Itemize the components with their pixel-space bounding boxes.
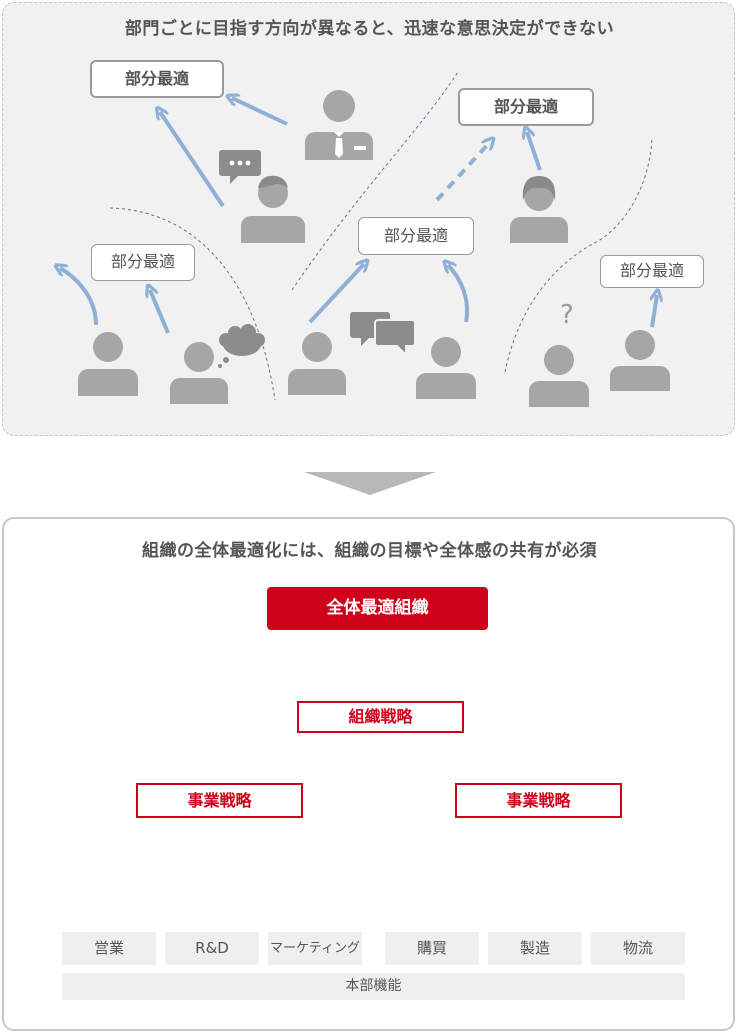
dept-logistics: 物流 [591, 932, 685, 965]
arrow-blue [448, 265, 469, 323]
person-icon [170, 342, 228, 404]
headquarters-function-bar: 本部機能 [62, 973, 685, 1000]
label-partial-optimization: 部分最適 [358, 217, 474, 255]
person-icon [288, 332, 346, 395]
business-strategy-box-right: 事業戦略 [455, 783, 622, 818]
dept-manufacturing: 製造 [488, 932, 582, 965]
separator-middle [291, 71, 459, 291]
business-strategy-box-left: 事業戦略 [136, 783, 303, 818]
label-partial-optimization: 部分最適 [600, 255, 704, 288]
arrow-blue [150, 290, 170, 334]
dashed-separators [109, 71, 653, 401]
arrow-blue [527, 132, 542, 171]
separator-left [109, 207, 276, 401]
person-icon [529, 345, 589, 407]
person-woman-icon [510, 176, 568, 243]
dept-sales: 営業 [62, 932, 156, 965]
down-arrow-icon [304, 472, 436, 495]
arrow-blue [60, 268, 98, 326]
person-icon [78, 332, 138, 396]
bottom-heading: 組織の全体最適化には、組織の目標や全体感の共有が必須 [142, 541, 597, 561]
arrow-blue-dashed [435, 142, 490, 202]
thought-bubble-icon [218, 324, 265, 368]
separator-right [504, 137, 653, 373]
arrow-blue [652, 295, 657, 328]
speech-bubble-icon [219, 150, 261, 184]
person-icon [241, 175, 305, 243]
person-icon [416, 337, 476, 399]
top-people [78, 90, 670, 407]
org-title-box: 全体最適組織 [267, 587, 488, 630]
question-mark-icon: ? [560, 300, 574, 330]
person-manager-icon [305, 90, 373, 160]
label-partial-optimization: 部分最適 [90, 60, 224, 98]
person-icon [610, 330, 670, 391]
org-strategy-box: 組織戦略 [297, 701, 464, 733]
arrow-blue [308, 264, 364, 324]
blue-arrows [60, 98, 657, 334]
arrow-blue [160, 112, 225, 208]
dept-rnd: R&D [165, 932, 259, 965]
label-partial-optimization: 部分最適 [91, 244, 195, 281]
label-partial-optimization: 部分最適 [458, 88, 594, 126]
dept-purchasing: 購買 [385, 932, 479, 965]
top-heading: 部門ごとに目指す方向が異なると、迅速な意思決定ができない [124, 19, 615, 39]
dept-marketing: マーケティング [268, 932, 362, 965]
chat-bubbles-icon [350, 312, 416, 358]
arrow-blue [232, 98, 288, 126]
